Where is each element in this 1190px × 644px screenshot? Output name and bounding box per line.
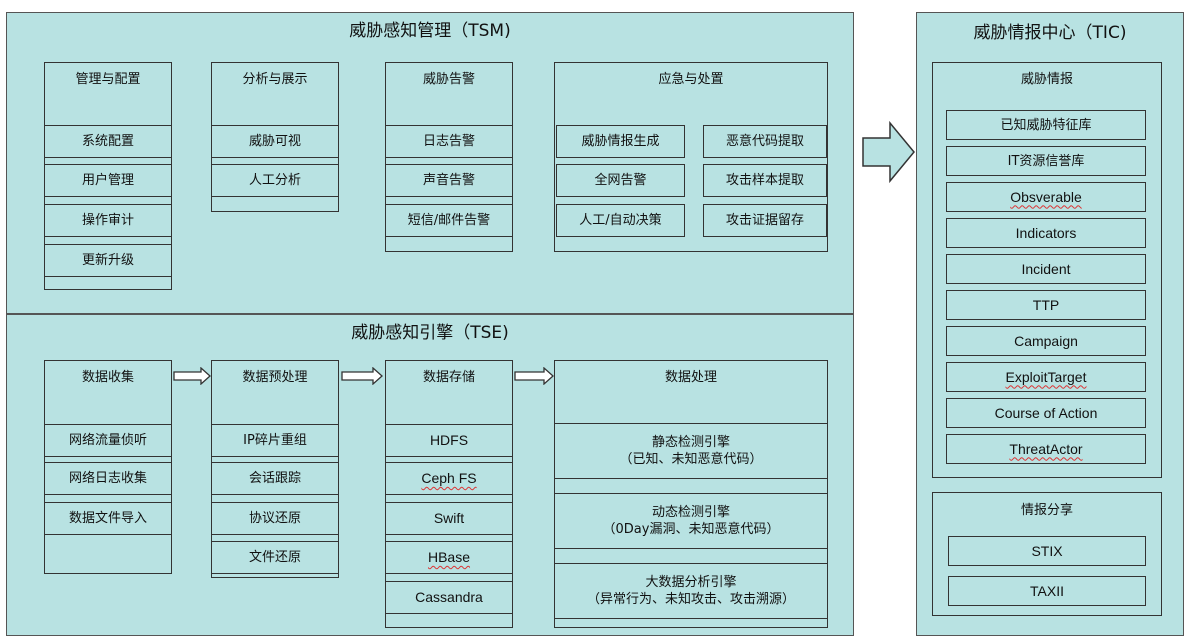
storage-item-cassandra: Cassandra (385, 581, 513, 614)
response-item-sample-extract: 攻击样本提取 (703, 164, 827, 197)
intel-item-reputation: IT资源信誉库 (946, 146, 1146, 176)
intel-item-exploit-target: ExploitTarget (946, 362, 1146, 392)
intel-item-observable-label: Obsverable (1010, 188, 1082, 205)
alert-title: 威胁告警 (422, 72, 475, 87)
engine-bigdata-name: 大数据分析引擎 (645, 575, 737, 590)
response-item-evidence-retain: 攻击证据留存 (703, 204, 827, 237)
analysis-title: 分析与展示 (242, 72, 308, 87)
response-title: 应急与处置 (658, 72, 724, 87)
tsm-title: 威胁感知管理（TSM) (349, 21, 511, 41)
intel-item-observable: Obsverable (946, 182, 1146, 212)
engine-static-desc: （已知、未知恶意代码） (619, 452, 763, 467)
preprocess-item-ip-reassembly: IP碎片重组 (211, 424, 339, 457)
tse-title: 威胁感知引擎（TSE) (351, 323, 509, 343)
analysis-item-threat-visual: 威胁可视 (211, 125, 339, 158)
collect-item-traffic-sniff: 网络流量侦听 (44, 424, 172, 457)
alert-item-sound-alert: 声音告警 (385, 164, 513, 197)
share-title: 情报分享 (1020, 503, 1073, 518)
preprocess-item-session-tracking: 会话跟踪 (211, 462, 339, 495)
engine-bigdata: 大数据分析引擎 （异常行为、未知攻击、攻击溯源） (554, 563, 828, 619)
collect-title: 数据收集 (81, 370, 134, 385)
response-item-intel-generation: 威胁情报生成 (556, 125, 685, 158)
collect-item-log-collect: 网络日志收集 (44, 462, 172, 495)
engine-static-name: 静态检测引擎 (651, 435, 730, 450)
intel-item-known-signatures: 已知威胁特征库 (946, 110, 1146, 140)
alert-item-log-alert: 日志告警 (385, 125, 513, 158)
flow-arrow-icon (514, 367, 554, 385)
response-item-decision: 人工/自动决策 (556, 204, 685, 237)
intel-item-ttp: TTP (946, 290, 1146, 320)
mgmt-title: 管理与配置 (75, 72, 141, 87)
engine-bigdata-desc: （异常行为、未知攻击、攻击溯源） (586, 592, 795, 607)
storage-item-hbase-label: HBase (427, 549, 471, 565)
analysis-item-manual-analysis: 人工分析 (211, 164, 339, 197)
big-right-arrow-icon (860, 120, 916, 184)
mgmt-item-user-management: 用户管理 (44, 164, 172, 197)
share-item-taxii: TAXII (948, 576, 1146, 606)
preprocess-item-file-restore: 文件还原 (211, 541, 339, 574)
engine-dynamic-desc: （0Day漏洞、未知恶意代码） (602, 522, 780, 537)
intel-item-threat-actor-label: ThreatActor (1009, 440, 1083, 457)
mgmt-item-system-config: 系统配置 (44, 125, 172, 158)
storage-item-swift: Swift (385, 502, 513, 535)
storage-item-hbase: HBase (385, 541, 513, 574)
intel-item-indicators: Indicators (946, 218, 1146, 248)
processing-title: 数据处理 (664, 370, 717, 385)
intel-item-exploit-target-label: ExploitTarget (1005, 368, 1087, 385)
share-item-stix: STIX (948, 536, 1146, 566)
engine-dynamic: 动态检测引擎 （0Day漏洞、未知恶意代码） (554, 493, 828, 549)
storage-title: 数据存储 (422, 370, 475, 385)
collect-item-file-import: 数据文件导入 (44, 502, 172, 535)
intel-item-threat-actor: ThreatActor (946, 434, 1146, 464)
tic-title: 威胁情报中心（TIC) (973, 23, 1127, 43)
flow-arrow-icon (173, 367, 211, 385)
storage-item-hdfs: HDFS (385, 424, 513, 457)
flow-arrow-icon (341, 367, 383, 385)
response-item-network-alert: 全网告警 (556, 164, 685, 197)
intel-item-incident: Incident (946, 254, 1146, 284)
preprocess-item-protocol-restore: 协议还原 (211, 502, 339, 535)
intel-title: 威胁情报 (1020, 72, 1073, 87)
mgmt-item-update-upgrade: 更新升级 (44, 244, 172, 277)
alert-item-sms-email-alert: 短信/邮件告警 (385, 204, 513, 237)
mgmt-item-operation-audit: 操作审计 (44, 204, 172, 237)
preprocess-title: 数据预处理 (242, 370, 308, 385)
intel-item-course-of-action: Course of Action (946, 398, 1146, 428)
response-item-malware-extract: 恶意代码提取 (703, 125, 827, 158)
engine-static: 静态检测引擎 （已知、未知恶意代码） (554, 423, 828, 479)
storage-item-cephfs-label: Ceph FS (421, 470, 477, 486)
engine-dynamic-name: 动态检测引擎 (651, 505, 730, 520)
intel-item-campaign: Campaign (946, 326, 1146, 356)
storage-item-cephfs: Ceph FS (385, 462, 513, 495)
